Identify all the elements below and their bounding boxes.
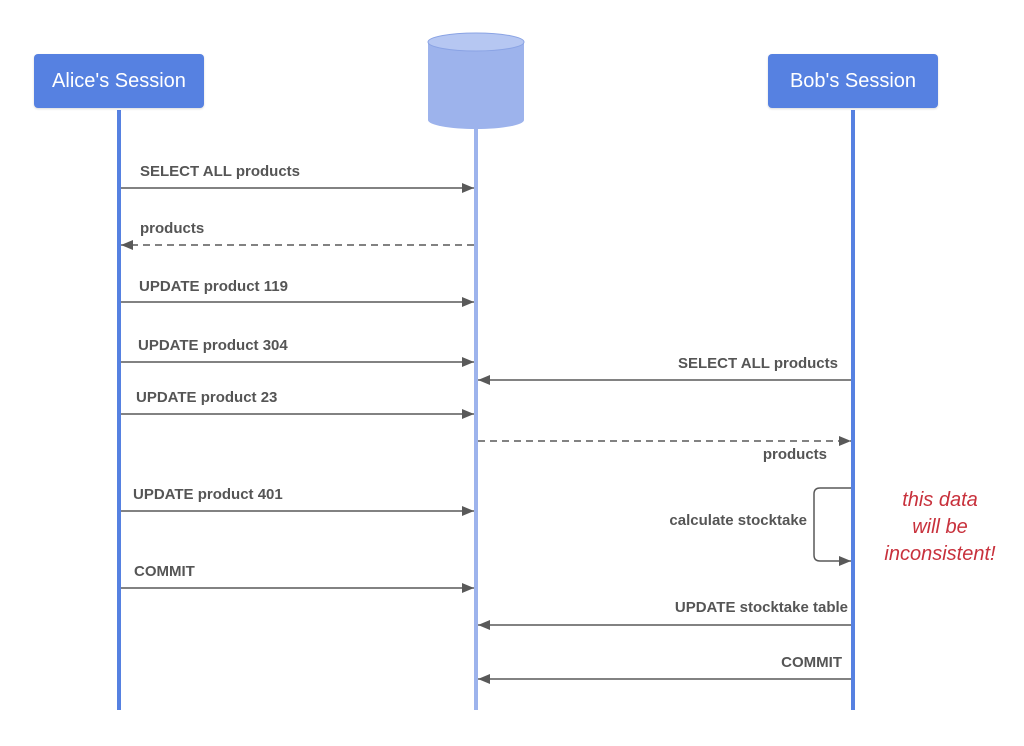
msg-arrow-calculate-stocktake	[813, 487, 851, 566]
database-icon	[427, 32, 525, 129]
msg-label-commit-alice: COMMIT	[134, 563, 195, 580]
msg-label-update-product-304: UPDATE product 304	[138, 337, 288, 354]
bob-session-box: Bob's Session	[768, 54, 938, 108]
msg-label-commit-bob: COMMIT	[781, 654, 842, 671]
note-line-3: inconsistent!	[884, 543, 996, 565]
inconsistency-note: this data will be inconsistent!	[860, 487, 1020, 568]
msg-label-update-stocktake-table: UPDATE stocktake table	[674, 599, 848, 616]
msg-label-update-product-119: UPDATE product 119	[139, 278, 288, 295]
msg-label-select-all-products-alice: SELECT ALL products	[140, 163, 301, 180]
msg-label-select-all-products-bob: SELECT ALL products	[677, 355, 838, 372]
note-line-2: will be	[912, 516, 968, 538]
msg-label-products-to-alice: products	[140, 220, 205, 237]
msg-label-update-product-23: UPDATE product 23	[136, 389, 278, 406]
note-line-1: this data	[902, 489, 978, 511]
msg-label-update-product-401: UPDATE product 401	[133, 486, 283, 503]
alice-session-box: Alice's Session	[34, 54, 204, 108]
msg-label-products-to-bob: products	[762, 446, 827, 463]
msg-label-calculate-stocktake: calculate stocktake	[669, 512, 807, 529]
